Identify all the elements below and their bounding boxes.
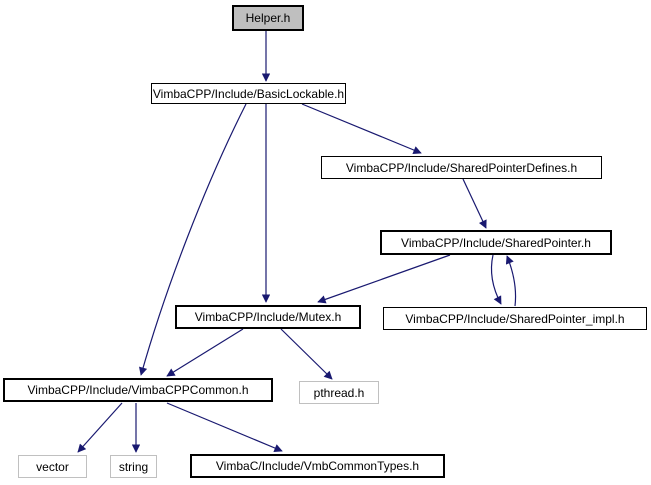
edge-basiclockable-to-sharedpointerdefines [301, 103, 422, 155]
node-sharedpointerdefines-h[interactable]: VimbaCPP/Include/SharedPointerDefines.h [321, 156, 602, 179]
edge-sharedpointerimpl-to-sharedpointer [505, 255, 517, 307]
edge-mutex-to-pthread [280, 328, 333, 380]
edge-sharedpointerdefines-to-sharedpointer [462, 178, 487, 229]
node-sharedpointer-impl-h[interactable]: VimbaCPP/Include/SharedPointer_impl.h [383, 307, 647, 330]
edge-sharedpointer-to-sharedpointerimpl [490, 254, 502, 305]
edge-basiclockable-to-vimbacppcommon [139, 103, 247, 376]
edge-mutex-to-vimbacppcommon [166, 328, 244, 377]
node-string: string [110, 455, 157, 478]
node-helper-h: Helper.h [232, 5, 304, 31]
edge-vimbacppcommon-to-vmbcommontypes [166, 402, 283, 452]
node-sharedpointer-h[interactable]: VimbaCPP/Include/SharedPointer.h [380, 230, 612, 255]
node-basiclockable-h[interactable]: VimbaCPP/Include/BasicLockable.h [151, 83, 346, 104]
node-vimbacppcommon-h[interactable]: VimbaCPP/Include/VimbaCPPCommon.h [3, 378, 273, 402]
edge-sharedpointer-to-mutex [317, 254, 451, 304]
node-vector: vector [18, 455, 87, 478]
node-pthread-h: pthread.h [299, 381, 379, 404]
edge-vimbacppcommon-to-vector [77, 402, 123, 453]
node-vmbcommontypes-h[interactable]: VimbaC/Include/VmbCommonTypes.h [190, 454, 445, 478]
node-mutex-h[interactable]: VimbaCPP/Include/Mutex.h [175, 305, 361, 329]
